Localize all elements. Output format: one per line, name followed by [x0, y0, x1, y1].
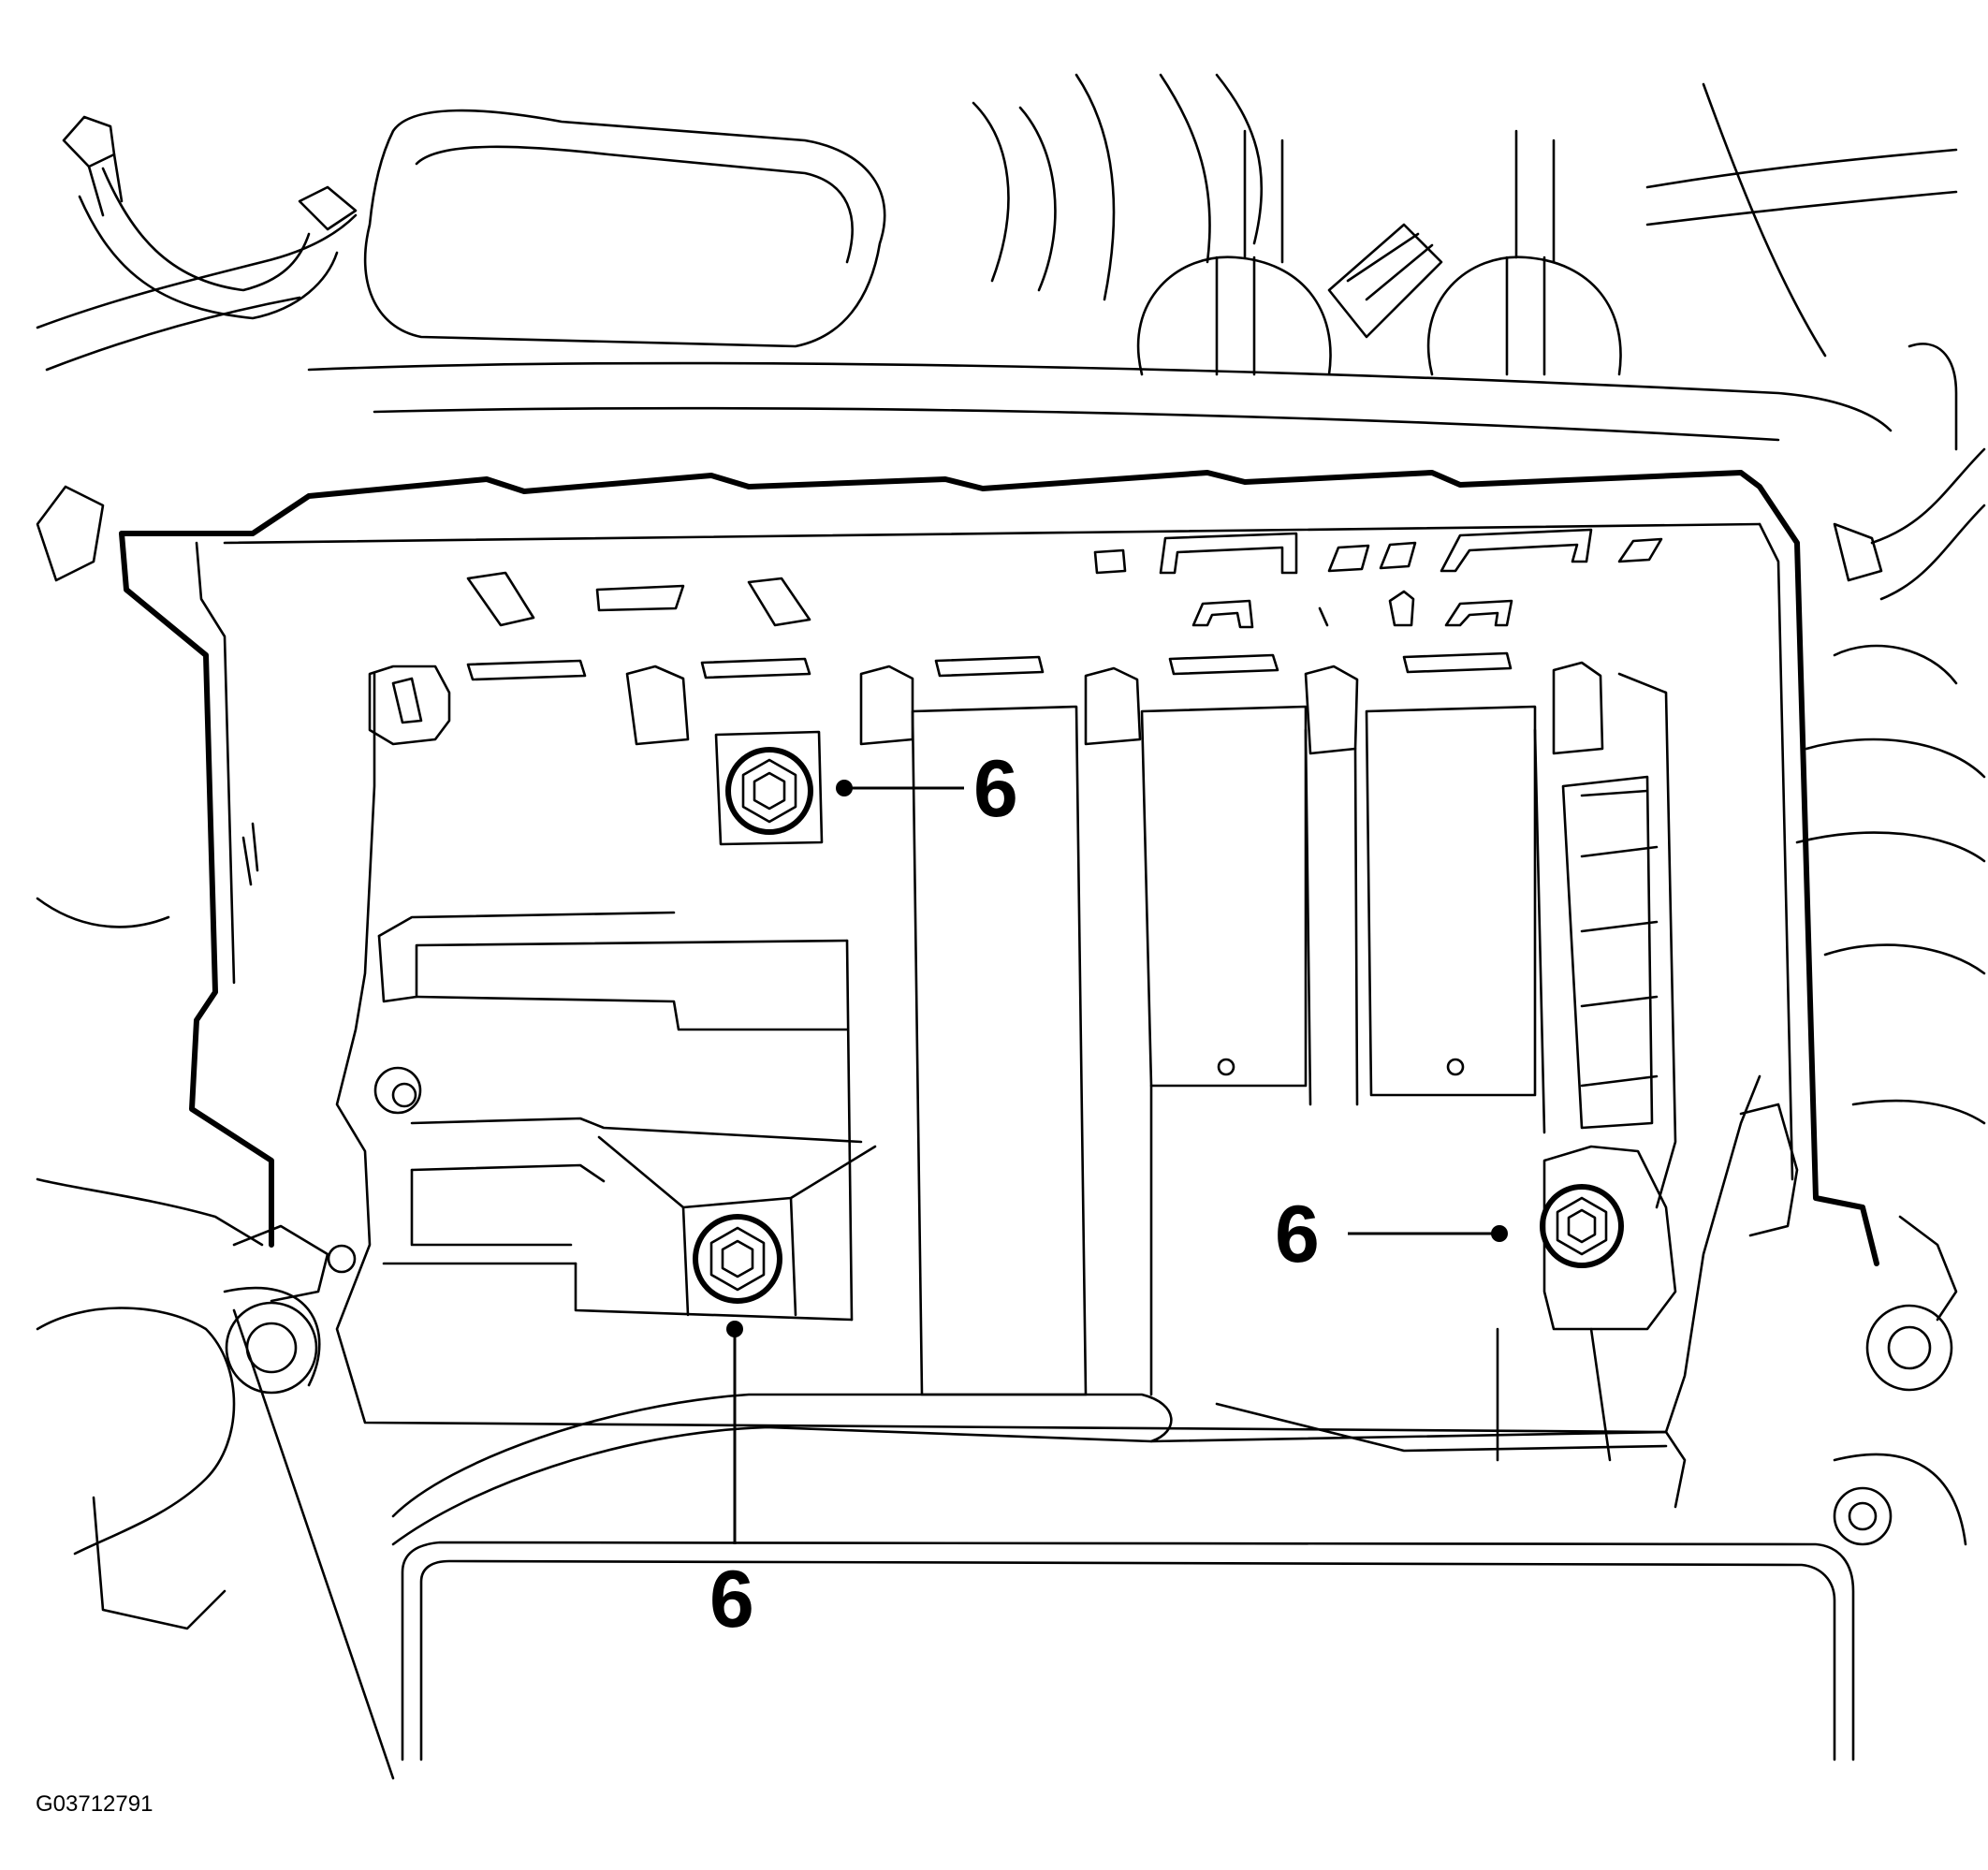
- callout-label-6: 6: [709, 1555, 754, 1644]
- bolt-right: [1540, 1184, 1624, 1268]
- bolt-upper-middle: [714, 730, 824, 846]
- module-tray: [119, 470, 1879, 1462]
- callout-bolt-lower-middle: 6: [709, 1321, 754, 1644]
- callout-bolt-upper-middle: 6: [836, 744, 1018, 834]
- callout-label-6: 6: [973, 744, 1018, 834]
- left-side-background: [36, 485, 395, 1780]
- figure-id: G03712791: [36, 1791, 153, 1817]
- engine-bay-background: [36, 73, 1958, 442]
- bolt-lower-middle: [597, 1135, 877, 1317]
- right-side-background: [1795, 343, 1986, 1546]
- lower-housing: [391, 1393, 1855, 1761]
- callout-label-6: 6: [1275, 1190, 1320, 1279]
- callout-bolt-right: 6: [1275, 1190, 1508, 1279]
